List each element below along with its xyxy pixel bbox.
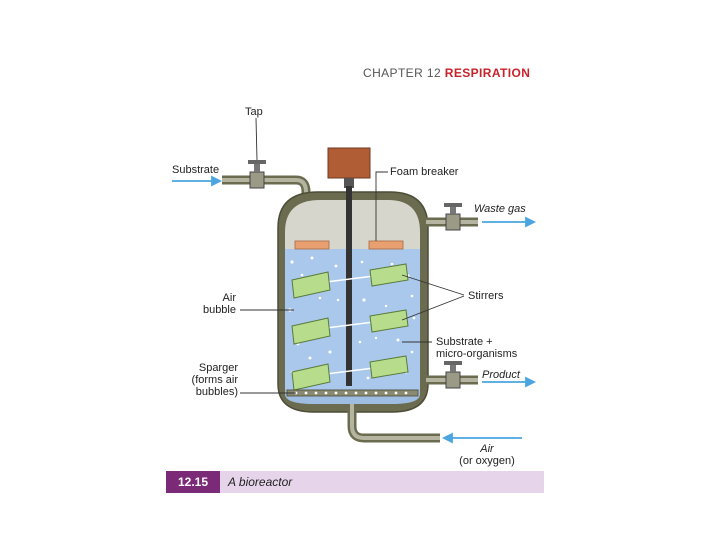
stirrer-blade xyxy=(369,355,409,379)
label-foam-breaker: Foam breaker xyxy=(390,166,459,178)
flow-arrows xyxy=(172,175,537,444)
figure-caption: A bioreactor xyxy=(228,475,293,489)
stirrer-blade xyxy=(291,271,331,299)
stirrer-blade xyxy=(291,363,331,391)
caption-bar xyxy=(166,471,544,493)
label-stirrers: Stirrers xyxy=(468,290,504,302)
motor-coupling xyxy=(344,178,354,188)
foam-breaker-left xyxy=(294,240,330,250)
label-substrate: Substrate xyxy=(172,164,220,176)
foam-breaker-right xyxy=(368,240,404,250)
stirrer-blade xyxy=(291,317,331,345)
stirrer-blades xyxy=(291,263,409,391)
chapter-title: RESPIRATION xyxy=(444,66,531,80)
stirrer-blade xyxy=(369,263,409,287)
tap-valve xyxy=(248,160,266,189)
waste-gas-pipe xyxy=(426,203,478,231)
air-inlet-pipe xyxy=(347,404,440,443)
stirrer-shaft xyxy=(346,186,352,386)
figure-number: 12.15 xyxy=(166,471,220,493)
stirrer-blade xyxy=(369,309,409,333)
label-sparger: Sparger (forms air bubbles) xyxy=(191,362,238,398)
label-product: Product xyxy=(482,369,520,381)
label-tap: Tap xyxy=(245,106,263,118)
chapter-header: CHAPTER 12 RESPIRATION xyxy=(363,66,530,80)
label-air-bubble: Air bubble xyxy=(202,292,236,316)
vessel xyxy=(277,191,429,413)
label-substrate-micro-organisms: Substrate + micro-organisms xyxy=(436,336,518,360)
chapter-number: CHAPTER 12 xyxy=(363,66,442,80)
product-outlet-pipe xyxy=(426,361,478,389)
motor xyxy=(327,147,371,179)
substrate-inlet-pipe xyxy=(222,175,311,208)
sparger xyxy=(286,389,419,397)
leader-lines xyxy=(240,117,465,394)
label-waste-gas: Waste gas xyxy=(474,203,526,215)
label-air-oxygen: Air (or oxygen) xyxy=(459,443,515,467)
